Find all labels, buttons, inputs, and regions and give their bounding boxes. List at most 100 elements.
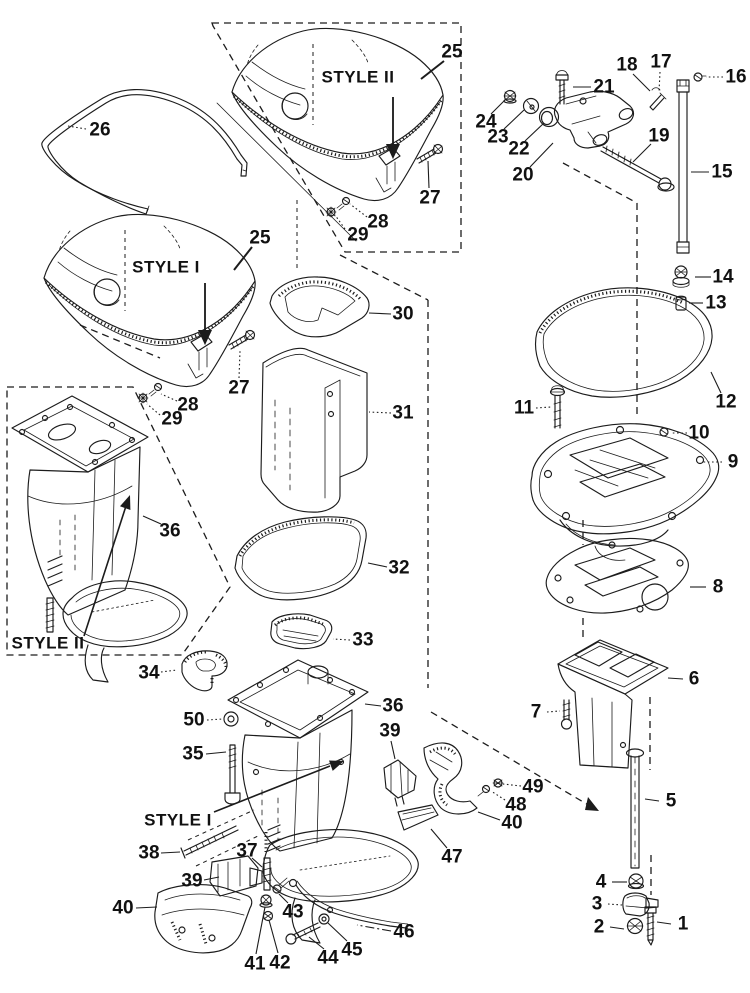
callout-leader-11-46 bbox=[535, 406, 552, 409]
callout-leader-6-50 bbox=[667, 677, 684, 680]
callout-number-7: 7 bbox=[531, 702, 542, 723]
callout-number-45: 45 bbox=[341, 940, 363, 961]
callout-number-18: 18 bbox=[616, 55, 637, 76]
callout-number-29: 29 bbox=[347, 225, 368, 246]
part-11-bolt bbox=[549, 385, 566, 429]
part-5-tube bbox=[625, 748, 645, 869]
part-30-mount bbox=[269, 276, 370, 338]
callout-leader-47-28 bbox=[430, 828, 448, 849]
part-39-solenoid-left bbox=[209, 855, 263, 897]
callout-leader-28-7 bbox=[160, 393, 178, 402]
callout-number-40: 40 bbox=[112, 898, 133, 919]
callout-number-36: 36 bbox=[382, 696, 403, 717]
callout-number-48: 48 bbox=[505, 795, 526, 816]
callout-number-21: 21 bbox=[593, 77, 615, 98]
part-36-housing-style1 bbox=[227, 659, 419, 944]
callout-leader-36-17 bbox=[364, 703, 382, 707]
callout-leader-48-30 bbox=[490, 790, 506, 801]
part-2-nut bbox=[626, 917, 644, 935]
callout-number-19: 19 bbox=[648, 126, 669, 147]
callout-number-38: 38 bbox=[138, 843, 159, 864]
callout-leader-25-5 bbox=[233, 246, 253, 271]
callout-leader-31-10 bbox=[368, 411, 392, 414]
dashed-connectors bbox=[6, 22, 652, 895]
callout-leader-23-34 bbox=[503, 109, 525, 130]
callout-leader-22-35 bbox=[524, 122, 545, 142]
callout-number-2: 2 bbox=[594, 917, 605, 938]
part-10-clip bbox=[659, 427, 669, 437]
callout-leader-28-3 bbox=[349, 203, 368, 218]
callout-leader-43-24 bbox=[278, 893, 289, 904]
callout-number-31: 31 bbox=[392, 403, 414, 424]
callout-number-44: 44 bbox=[317, 948, 339, 969]
callout-leader-20-36 bbox=[529, 142, 554, 168]
callout-leader-1-56 bbox=[656, 921, 672, 925]
part-25-cowl-style1 bbox=[42, 212, 257, 405]
callout-number-47: 47 bbox=[441, 847, 462, 868]
annotation-arrows bbox=[83, 97, 399, 813]
callout-number-8: 8 bbox=[713, 577, 724, 598]
part-45-nut bbox=[318, 913, 330, 925]
part-12-gasket bbox=[535, 287, 713, 398]
callout-number-29: 29 bbox=[161, 409, 182, 430]
callout-number-42: 42 bbox=[269, 953, 290, 974]
callout-number-23: 23 bbox=[487, 127, 508, 148]
callout-leader-33-12 bbox=[332, 638, 351, 641]
callout-leader-40-21 bbox=[135, 906, 158, 909]
part-34-mount bbox=[181, 650, 228, 692]
callout-number-28: 28 bbox=[367, 212, 388, 233]
callout-leader-25-1 bbox=[420, 60, 445, 80]
style2-housing-inset-box bbox=[6, 386, 231, 656]
arrow-style2-cowl-head bbox=[387, 145, 399, 159]
arrow-style1-housing-head bbox=[329, 760, 344, 771]
callout-number-6: 6 bbox=[689, 669, 700, 690]
callout-leader-5-52 bbox=[644, 798, 660, 802]
callout-leader-32-11 bbox=[367, 562, 388, 568]
part-26-seal bbox=[41, 89, 248, 215]
callout-leader-42-23 bbox=[268, 919, 279, 954]
part-22-seal bbox=[538, 106, 560, 128]
callout-number-22: 22 bbox=[508, 139, 529, 160]
part-40-bracket-right bbox=[423, 742, 478, 815]
callout-number-15: 15 bbox=[711, 162, 733, 183]
callout-leader-41-22 bbox=[255, 906, 266, 955]
callout-number-46: 46 bbox=[393, 922, 414, 943]
part-33-tray bbox=[270, 613, 333, 650]
style2-inset-box bbox=[211, 22, 462, 253]
callout-leader-45-26 bbox=[327, 922, 348, 942]
callout-number-30: 30 bbox=[392, 304, 413, 325]
part-36-housing-style2 bbox=[11, 395, 188, 683]
label-style2-lower-box: STYLE II bbox=[12, 634, 85, 653]
callout-number-37: 37 bbox=[236, 841, 257, 862]
callout-leader-37-19 bbox=[251, 857, 263, 868]
callout-number-12: 12 bbox=[715, 392, 736, 413]
callout-leader-39-29 bbox=[390, 740, 396, 760]
part-21-screw bbox=[555, 70, 569, 105]
part-17-pin bbox=[649, 92, 667, 111]
part-31-cup bbox=[260, 347, 368, 513]
part-20-fitting bbox=[553, 90, 635, 149]
callout-number-14: 14 bbox=[712, 267, 734, 288]
callout-number-20: 20 bbox=[512, 165, 533, 186]
callout-number-11: 11 bbox=[514, 398, 535, 419]
callout-leader-26-0 bbox=[67, 125, 87, 130]
callout-leader-18-38 bbox=[632, 73, 651, 92]
callout-number-26: 26 bbox=[89, 120, 110, 141]
callout-leader-27-6 bbox=[238, 350, 241, 379]
callout-leader-50-15 bbox=[206, 718, 224, 721]
arrow-style1-cowl-head bbox=[199, 331, 211, 345]
label-style1-bottom-housing: STYLE I bbox=[144, 811, 212, 830]
callout-number-41: 41 bbox=[244, 954, 266, 975]
part-19-bolt bbox=[600, 145, 675, 192]
arrow-style2-housing-line bbox=[83, 505, 127, 637]
callout-leader-27-2 bbox=[427, 160, 430, 189]
callout-number-27: 27 bbox=[228, 378, 249, 399]
part-46-cable bbox=[288, 878, 414, 932]
callout-leader-17-39 bbox=[658, 71, 661, 93]
callout-leader-46-27 bbox=[356, 924, 392, 932]
callout-number-34: 34 bbox=[138, 663, 160, 684]
callout-leader-29-4 bbox=[334, 214, 346, 230]
part-43-screw bbox=[272, 877, 290, 894]
